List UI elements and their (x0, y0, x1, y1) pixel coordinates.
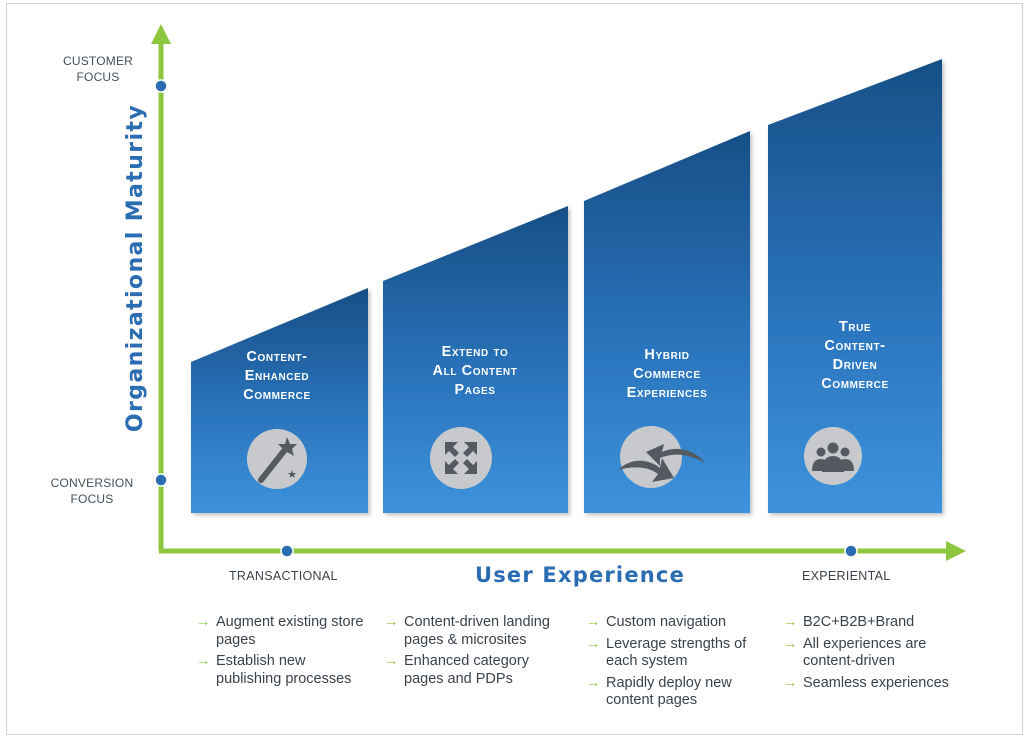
bullet-text: Leverage strengths of each system (606, 635, 747, 670)
arrow-right-icon: → (384, 653, 399, 669)
exchange-arrows-icon (618, 426, 705, 488)
stage-2-title-line: All Content (432, 363, 518, 379)
bullet-text: Establish new publishing processes (216, 653, 352, 687)
stage-4-title-line: True (838, 319, 872, 335)
stage-1-title-line: Enhanced (244, 368, 310, 384)
stage-block-3 (584, 131, 750, 513)
experiental-label: EXPERIENTAL (802, 569, 891, 583)
stage-title-3: Hybrid Commerce Experiences (582, 346, 752, 403)
stage-title-4: True Content- Driven Commerce (770, 318, 940, 394)
stage-4-title-line: Content- (824, 338, 886, 354)
conversion-focus-line-1: CONVERSION (50, 476, 134, 490)
customer-focus-line-2: FOCUS (76, 70, 120, 84)
stage-3-bullets: → Custom navigation → Leverage strengths o… (586, 614, 758, 714)
arrow-right-icon: → (384, 614, 399, 630)
stage-1-title-line: Content- (246, 349, 308, 365)
stage-block-4 (768, 59, 942, 513)
bullet-text: B2C+B2B+Brand (803, 614, 915, 630)
arrow-right-icon: → (196, 614, 211, 630)
bullet-text: Augment existing store pages (216, 614, 364, 648)
stage-2-bullets: → Content-driven landing pages & microsit… (384, 614, 559, 692)
stage-3-title-line: Hybrid (644, 347, 690, 363)
list-item: → B2C+B2B+Brand (783, 614, 963, 632)
stage-2-title-line: Pages (454, 382, 496, 398)
bullet-text: Content-driven landing pages & microsite… (404, 614, 550, 648)
list-item: → Custom navigation (586, 614, 758, 632)
stage-title-2: Extend to All Content Pages (390, 343, 560, 400)
bullet-text: Seamless experiences (803, 674, 949, 691)
stage-4-title-line: Driven (832, 357, 878, 373)
list-item: → Establish new publishing processes (196, 653, 366, 688)
magic-wand-icon (247, 429, 307, 489)
arrow-right-icon: → (586, 635, 601, 652)
bullet-text: Custom navigation (606, 614, 727, 630)
conversion-focus-line-2: FOCUS (70, 492, 114, 506)
transactional-label: TRANSACTIONAL (229, 569, 338, 583)
x-axis-arrowhead (946, 541, 966, 561)
arrow-right-icon: → (196, 653, 211, 669)
customer-focus-label: CUSTOMER FOCUS (52, 53, 144, 85)
list-item: → Seamless experiences (783, 675, 963, 693)
stage-block-1 (191, 288, 368, 513)
experiental-dot (844, 544, 858, 558)
bullet-text: Enhanced category pages and PDPs (404, 653, 529, 687)
expand-arrows-icon (430, 427, 492, 489)
conversion-focus-label: CONVERSION FOCUS (42, 475, 142, 507)
conversion-focus-dot (154, 473, 168, 487)
transactional-dot (280, 544, 294, 558)
stage-4-bullets: → B2C+B2B+Brand → All experiences are cont… (783, 614, 963, 696)
list-item: → All experiences are content-driven (783, 636, 963, 671)
stage-4-title-line: Commerce (821, 376, 889, 392)
arrow-right-icon: → (783, 635, 798, 652)
y-axis-title: Organizational Maturity (123, 103, 148, 433)
stage-block-2 (383, 206, 568, 513)
stage-1-bullets: → Augment existing store pages → Establish… (196, 614, 366, 692)
stage-2-title-line: Extend to (441, 344, 509, 360)
x-axis-title: User Experience (474, 563, 686, 587)
stage-3-title-line: Commerce (633, 366, 701, 382)
stage-title-1: Content- Enhanced Commerce (192, 348, 362, 405)
stage-3-title-line: Experiences (626, 385, 708, 401)
arrow-right-icon: → (586, 614, 601, 630)
list-item: → Enhanced category pages and PDPs (384, 653, 559, 688)
list-item: → Rapidly deploy new content pages (586, 675, 758, 710)
group-people-icon (804, 427, 862, 485)
list-item: → Content-driven landing pages & microsit… (384, 614, 559, 649)
customer-focus-dot (154, 79, 168, 93)
list-item: → Augment existing store pages (196, 614, 366, 649)
arrow-right-icon: → (783, 614, 798, 630)
arrow-right-icon: → (783, 674, 798, 691)
y-axis-arrowhead (151, 24, 171, 44)
list-item: → Leverage strengths of each system (586, 636, 758, 671)
customer-focus-line-1: CUSTOMER (62, 54, 134, 68)
stage-1-title-line: Commerce (243, 387, 311, 403)
arrow-right-icon: → (586, 674, 601, 691)
bullet-text: All experiences are content-driven (803, 635, 927, 670)
bullet-text: Rapidly deploy new content pages (606, 674, 732, 709)
